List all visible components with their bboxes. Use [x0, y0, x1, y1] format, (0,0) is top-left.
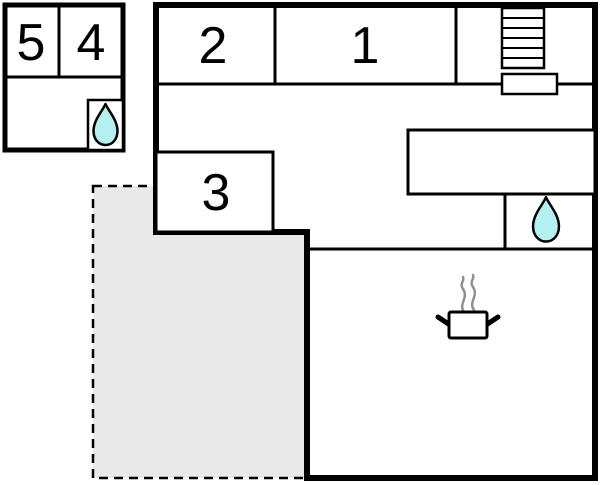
- room-label-4: 4: [77, 14, 106, 72]
- room-label-3: 3: [202, 164, 231, 222]
- water-drop-icon: [92, 102, 119, 147]
- room-label-1: 1: [351, 17, 380, 75]
- water-drop-icon: [531, 195, 561, 243]
- stairs-icon: [500, 6, 559, 96]
- water-drop-shape: [92, 102, 119, 147]
- closet-box: [406, 128, 597, 196]
- stove-pot-icon: [435, 273, 501, 340]
- room-labels: 5 4 2 1 3: [17, 14, 380, 222]
- room-label-2: 2: [199, 17, 228, 75]
- stairs-landing: [500, 72, 559, 96]
- room-label-5: 5: [17, 14, 46, 72]
- steam-wave: [460, 275, 467, 314]
- pot-body: [447, 310, 489, 340]
- water-drop-shape: [531, 195, 561, 243]
- room3-box: [154, 150, 275, 234]
- steam-wave: [470, 273, 477, 312]
